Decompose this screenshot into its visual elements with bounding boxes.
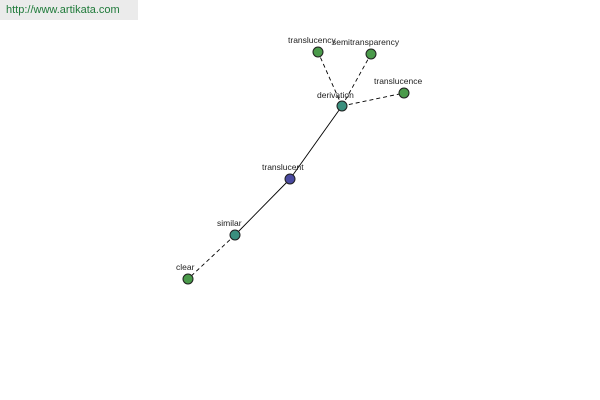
edge-similar-clear: [187, 234, 236, 280]
node-label: derivation: [317, 90, 354, 100]
edge-translucent-similar: [234, 178, 291, 236]
node-label: clear: [176, 262, 195, 272]
node-marker[interactable]: [398, 87, 410, 99]
node-translucent[interactable]: translucent: [262, 162, 304, 185]
node-translucence[interactable]: translucence: [374, 76, 422, 99]
node-label: semitransparency: [332, 37, 400, 47]
node-label: similar: [217, 218, 242, 228]
node-marker[interactable]: [182, 273, 194, 285]
node-marker[interactable]: [312, 46, 324, 58]
node-label: translucence: [374, 76, 422, 86]
node-label: translucent: [262, 162, 304, 172]
edge-derivation-semitransparency: [341, 53, 372, 107]
edge-translucent-derivation: [289, 105, 343, 180]
node-semitransparency[interactable]: semitransparency: [332, 37, 400, 60]
graph-edges: [187, 51, 405, 280]
node-marker[interactable]: [229, 229, 241, 241]
node-clear[interactable]: clear: [176, 262, 195, 285]
node-translucency[interactable]: translucency: [288, 35, 336, 58]
edge-derivation-translucency: [317, 51, 343, 107]
banner: http://www.artikata.com: [0, 0, 138, 20]
node-similar[interactable]: similar: [217, 218, 242, 241]
node-marker[interactable]: [336, 100, 348, 112]
node-marker[interactable]: [365, 48, 377, 60]
site-url-link[interactable]: http://www.artikata.com: [6, 4, 120, 16]
node-marker[interactable]: [284, 173, 296, 185]
edge-derivation-translucence: [341, 92, 405, 107]
node-derivation[interactable]: derivation: [317, 90, 354, 112]
graph-nodes: translucent derivation similar translucency…: [176, 35, 422, 285]
node-label: translucency: [288, 35, 336, 45]
